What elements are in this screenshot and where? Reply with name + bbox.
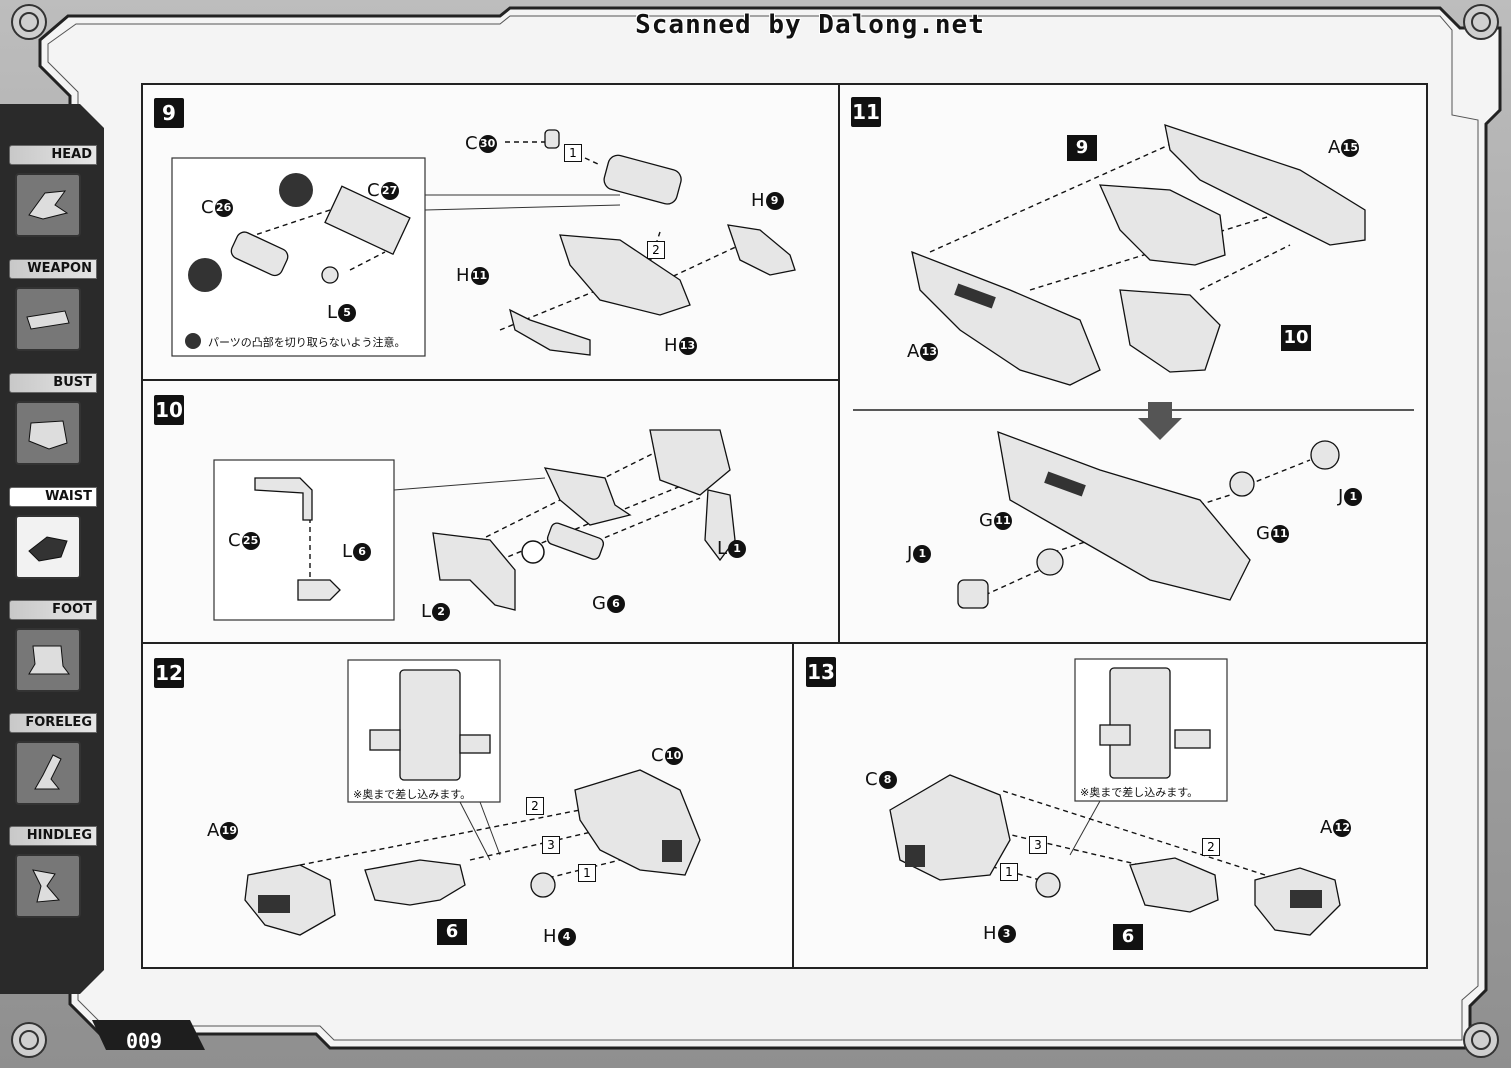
bust-icon xyxy=(15,401,81,465)
step-13-badge: 13 xyxy=(806,657,836,687)
hindleg-icon xyxy=(15,854,81,918)
nav-hindleg[interactable]: HINDLEG xyxy=(3,826,99,934)
caution-note: パーツの凸部を切り取らないよう注意。 xyxy=(208,336,406,349)
sequence-marker: 2 xyxy=(1202,838,1220,856)
sequence-marker: 3 xyxy=(1029,836,1047,854)
step-12-badge: 12 xyxy=(154,658,184,688)
nav-waist-label: WAIST xyxy=(9,487,97,507)
nav-head[interactable]: HEAD xyxy=(3,145,99,253)
nav-foot-label: FOOT xyxy=(9,600,97,620)
nav-weapon-label: WEAPON xyxy=(9,259,97,279)
page-number: 009 xyxy=(125,1029,163,1053)
sequence-marker: 3 xyxy=(542,836,560,854)
step-ref-9: 9 xyxy=(1067,135,1097,161)
nav-bust[interactable]: BUST xyxy=(3,373,99,481)
step-ref-6: 6 xyxy=(437,919,467,945)
head-icon xyxy=(15,173,81,237)
foreleg-icon xyxy=(15,741,81,805)
step-9-badge: 9 xyxy=(154,98,184,128)
step-11-badge: 11 xyxy=(851,97,881,127)
step-ref-10: 10 xyxy=(1281,325,1311,351)
nav-foreleg[interactable]: FORELEG xyxy=(3,713,99,821)
insert-note: ※奥まで差し込みます。 xyxy=(1080,786,1199,799)
foot-icon xyxy=(15,628,81,692)
sequence-marker: 1 xyxy=(564,144,582,162)
sequence-marker: 2 xyxy=(526,797,544,815)
sequence-marker: 2 xyxy=(647,241,665,259)
nav-hindleg-label: HINDLEG xyxy=(9,826,97,846)
nav-head-label: HEAD xyxy=(9,145,97,165)
nav-waist[interactable]: WAIST xyxy=(3,487,99,595)
insert-note: ※奥まで差し込みます。 xyxy=(353,788,472,801)
nav-foot[interactable]: FOOT xyxy=(3,600,99,708)
waist-icon xyxy=(15,515,81,579)
nav-bust-label: BUST xyxy=(9,373,97,393)
nav-weapon[interactable]: WEAPON xyxy=(3,259,99,367)
scan-watermark: Scanned by Dalong.net xyxy=(635,10,985,40)
nav-foreleg-label: FORELEG xyxy=(9,713,97,733)
sequence-marker: 1 xyxy=(1000,863,1018,881)
sequence-marker: 1 xyxy=(578,864,596,882)
step-ref-6: 6 xyxy=(1113,924,1143,950)
weapon-icon xyxy=(15,287,81,351)
step-10-badge: 10 xyxy=(154,395,184,425)
